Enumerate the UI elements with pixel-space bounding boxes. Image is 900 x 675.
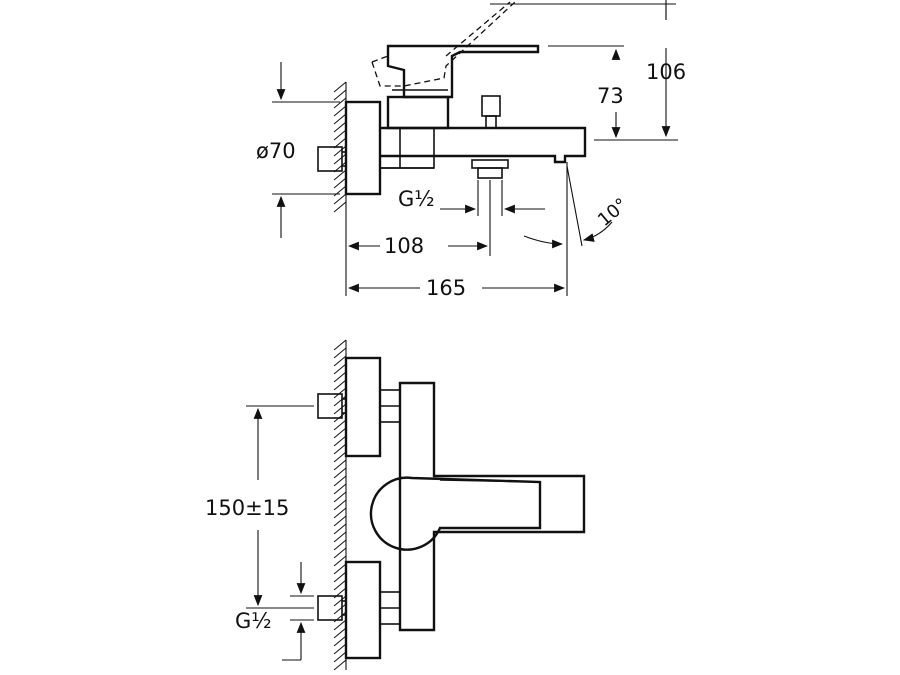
hatch-line: [333, 627, 347, 639]
hatch-line: [333, 363, 347, 375]
hatch-line: [333, 193, 347, 205]
diverter-knob: [481, 95, 501, 117]
hatch-line: [333, 89, 347, 101]
hatch-line: [333, 419, 347, 431]
hatch-line: [333, 81, 347, 93]
hatch-line: [333, 595, 347, 607]
dim-73-label: 73: [597, 84, 624, 108]
hatch-line: [333, 387, 347, 399]
hatch-line: [333, 121, 347, 133]
inlet-nipple: [317, 146, 343, 172]
hatch-line: [333, 499, 347, 511]
hatch-line: [333, 491, 347, 503]
hatch-line: [333, 459, 347, 471]
dim-150-label: 150±15: [205, 496, 289, 520]
dim-angle-label: 10°: [594, 194, 632, 231]
hatch-line: [333, 435, 347, 447]
front-body: [398, 381, 586, 632]
dim-165-label: 165: [426, 276, 466, 300]
hatch-line: [333, 105, 347, 117]
hatch-line: [333, 379, 347, 391]
hatch-line: [333, 443, 347, 455]
lower-rosette: [344, 560, 382, 660]
hatch-line: [333, 635, 347, 647]
hatch-line: [333, 579, 347, 591]
hatch-line: [333, 483, 347, 495]
hatch-line: [333, 515, 347, 527]
dim-g12-side-label: G½: [398, 187, 435, 211]
hatch-line: [333, 555, 347, 567]
hatch-line: [333, 113, 347, 125]
hatch-line: [333, 619, 347, 631]
lever-handle: [386, 44, 540, 99]
hatch-line: [333, 129, 347, 141]
hatch-line: [333, 403, 347, 415]
hatch-line: [333, 145, 347, 157]
hatch-line: [333, 531, 347, 543]
hatch-line: [333, 643, 347, 655]
dim-108-label: 108: [384, 234, 424, 258]
dim-g12-front-label: G½: [235, 609, 272, 633]
front-view: 150±15 G½: [205, 339, 586, 671]
hatch-line: [333, 355, 347, 367]
hatch-line: [333, 523, 347, 535]
hatch-line: [333, 201, 347, 213]
hatch-line: [333, 507, 347, 519]
hatch-line: [333, 169, 347, 181]
hatch-line: [333, 539, 347, 551]
front-lever: [369, 476, 542, 551]
lever-handle-open-position: [371, 1, 516, 87]
cartridge-housing: [386, 95, 450, 130]
hatch-line: [333, 451, 347, 463]
outlet-connector: [471, 159, 509, 169]
hatch-line: [333, 177, 347, 189]
hatch-line: [333, 427, 347, 439]
dim-d70-label: ø70: [256, 139, 296, 163]
mixer-body: [380, 126, 587, 164]
wall-rosette: [344, 100, 382, 196]
hatch-line: [333, 547, 347, 559]
hatch-line: [333, 347, 347, 359]
hatch-line: [333, 563, 347, 575]
hatch-line: [333, 467, 347, 479]
hatch-line: [333, 603, 347, 615]
hatch-line: [333, 475, 347, 487]
hatch-line: [333, 651, 347, 663]
upper-rosette: [344, 356, 382, 458]
hatch-line: [333, 339, 347, 351]
hatch-line: [333, 97, 347, 109]
hatch-line: [333, 659, 347, 671]
hatch-line: [333, 153, 347, 165]
hatch-line: [333, 395, 347, 407]
hatch-line: [333, 371, 347, 383]
side-view: 106 73 ø70 G½ 108 165 10°: [256, 0, 686, 300]
hatch-line: [333, 571, 347, 583]
dim-106-label: 106: [646, 60, 686, 84]
